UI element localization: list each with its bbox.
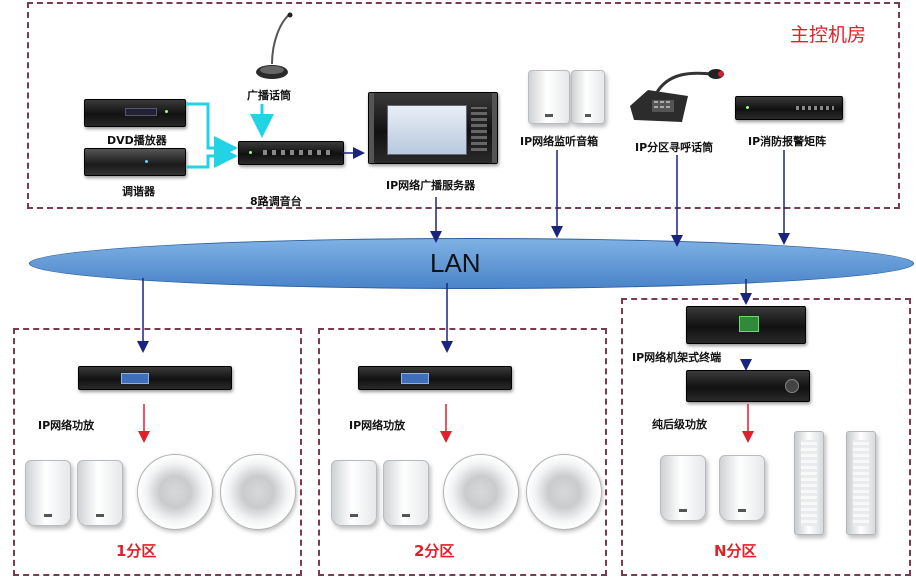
paging-mic-image xyxy=(628,66,730,126)
arrow-dvd-to-mixer xyxy=(186,102,238,160)
zone-n-wall-speaker-2 xyxy=(719,455,765,521)
mixer-image xyxy=(238,141,344,165)
zone-n-wall-speaker-1 xyxy=(660,455,706,521)
zone-n-column-speaker-1 xyxy=(794,431,824,535)
broadcast-mic-image xyxy=(250,12,294,82)
paging-mic-label: IP分区寻呼话筒 xyxy=(635,141,714,154)
lan-label: LAN xyxy=(430,248,481,278)
zone-2-ceiling-speaker-2 xyxy=(526,454,602,530)
dvd-player-image xyxy=(84,99,186,127)
zone-1-wall-speaker-1 xyxy=(25,460,71,526)
zone-1-ceiling-speaker-1 xyxy=(137,454,213,530)
zone-n-name: N分区 xyxy=(714,542,757,560)
zone-2-box xyxy=(318,328,607,576)
main-room-title: 主控机房 xyxy=(790,24,867,46)
zone-n-column-speaker-2 xyxy=(846,431,876,535)
zone-1-box xyxy=(13,328,302,576)
tuner-label: 调谐器 xyxy=(122,185,155,198)
zone-n-box xyxy=(621,298,911,576)
zone-1-name: 1分区 xyxy=(116,542,157,560)
zone-2-amp-image xyxy=(358,366,512,390)
zone-1-ceiling-speaker-2 xyxy=(220,454,296,530)
monitor-speakers-label: IP网络监听音箱 xyxy=(520,135,599,148)
main-control-room xyxy=(27,2,900,209)
zone-2-wall-speaker-2 xyxy=(383,460,429,526)
zone-n-amp-label: 纯后级功放 xyxy=(652,418,707,431)
broadcast-server-image xyxy=(368,92,498,164)
broadcast-server-label: IP网络广播服务器 xyxy=(386,179,476,192)
zone-1-amp-image xyxy=(78,366,232,390)
zone-n-terminal-label: IP网络机架式终端 xyxy=(632,351,722,364)
zone-2-amp-label: IP网络功放 xyxy=(349,419,406,432)
monitor-speaker-left xyxy=(528,70,570,124)
zone-1-amp-label: IP网络功放 xyxy=(38,419,95,432)
zone-n-terminal-image xyxy=(686,306,806,344)
zone-2-ceiling-speaker-1 xyxy=(443,454,519,530)
zone-1-wall-speaker-2 xyxy=(77,460,123,526)
zone-2-wall-speaker-1 xyxy=(331,460,377,526)
dvd-player-label: DVD播放器 xyxy=(107,134,167,147)
tuner-image xyxy=(84,148,186,176)
fire-matrix-image xyxy=(735,96,843,120)
lan-network xyxy=(29,238,914,289)
broadcast-mic-label: 广播话筒 xyxy=(247,89,291,102)
mixer-label: 8路调音台 xyxy=(250,195,302,208)
arrow-tuner-to-mixer xyxy=(186,144,238,169)
zone-2-name: 2分区 xyxy=(414,542,455,560)
fire-matrix-label: IP消防报警矩阵 xyxy=(748,135,827,148)
monitor-speaker-right xyxy=(571,70,605,124)
